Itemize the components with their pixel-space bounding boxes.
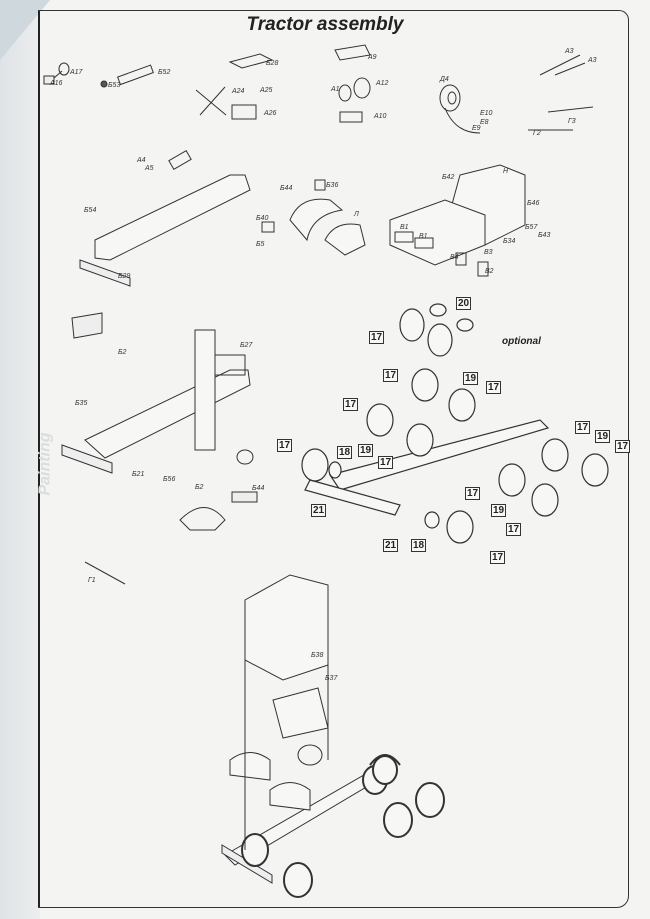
part-label: A12 (376, 80, 389, 87)
part-label: Г1 (88, 577, 96, 584)
scan-edge (0, 0, 40, 919)
callout-19: 19 (595, 430, 611, 443)
part-label: E10 (480, 110, 493, 117)
part-label: A3 (588, 57, 597, 64)
chassis-wheels-assembly (301, 303, 609, 544)
callout-17: 17 (486, 381, 502, 394)
completed-truck-assembly (221, 574, 445, 898)
part-label: E9 (472, 125, 481, 132)
part-label: В2 (485, 268, 494, 275)
fender-assembly (261, 179, 366, 256)
part-label: Б46 (527, 200, 540, 207)
part-label: Б35 (75, 400, 88, 407)
part-label: A1 (331, 86, 340, 93)
part-label: Б56 (163, 476, 176, 483)
part-label: Б2 (195, 484, 204, 491)
callout-18: 18 (411, 539, 427, 552)
part-label: Б5 (256, 241, 265, 248)
part-label: A25 (260, 87, 273, 94)
part-label: Б38 (311, 652, 324, 659)
part-label: В3 (484, 249, 493, 256)
part-label: Б29 (118, 273, 131, 280)
part-label: Б27 (240, 342, 253, 349)
callout-17: 17 (383, 369, 399, 382)
part-label: A9 (368, 54, 377, 61)
part-label: Б2 (118, 349, 127, 356)
part-label: A16 (50, 80, 63, 87)
callout-17: 17 (490, 551, 506, 564)
part-label: Б52 (158, 69, 171, 76)
part-label: В4 (450, 254, 459, 261)
part-label: A5 (145, 165, 154, 172)
part-label: Б44 (252, 485, 265, 492)
callout-18: 18 (337, 446, 353, 459)
callout-17: 17 (506, 523, 522, 536)
part-label: A24 (232, 88, 245, 95)
part-label: Г3 (568, 118, 576, 125)
part-label: Б57 (525, 224, 538, 231)
small-parts (43, 44, 594, 134)
part-label: Б54 (84, 207, 97, 214)
callout-17: 17 (575, 421, 591, 434)
callout-21: 21 (311, 504, 327, 517)
callout-17: 17 (277, 439, 293, 452)
part-label: Б44 (280, 185, 293, 192)
front-frame-assembly (79, 149, 251, 287)
callout-20: 20 (456, 297, 472, 310)
part-label: Б28 (266, 60, 279, 67)
part-label: A4 (137, 157, 146, 164)
callout-17: 17 (369, 331, 385, 344)
part-label: A17 (70, 69, 83, 76)
part-label: Б42 (442, 174, 455, 181)
rear-frame-assembly (61, 312, 258, 585)
optional-note: optional (502, 336, 541, 347)
part-label: Л (354, 211, 359, 218)
part-label: Б53 (108, 82, 121, 89)
page-title: Tractor assembly (246, 14, 404, 35)
page-frame (38, 10, 629, 908)
part-label: E8 (480, 119, 489, 126)
part-label: A10 (374, 113, 387, 120)
callout-17: 17 (615, 440, 631, 453)
callout-21: 21 (383, 539, 399, 552)
callout-17: 17 (465, 487, 481, 500)
part-label: A3 (565, 48, 574, 55)
part-label: A26 (264, 110, 277, 117)
callout-19: 19 (463, 372, 479, 385)
callout-17: 17 (343, 398, 359, 411)
part-label: Г2 (533, 130, 541, 137)
callout-19: 19 (358, 444, 374, 457)
part-label: В1 (419, 233, 428, 240)
cab-assembly (389, 164, 526, 277)
part-label: Д4 (440, 76, 449, 83)
callout-19: 19 (491, 504, 507, 517)
part-label: Б34 (503, 238, 516, 245)
part-label: Б40 (256, 215, 269, 222)
callout-17: 17 (378, 456, 394, 469)
part-label: Б36 (326, 182, 339, 189)
part-label: Н (503, 168, 509, 175)
part-label: Б37 (325, 675, 338, 682)
part-label: Б43 (538, 232, 551, 239)
part-label: В1 (400, 224, 409, 231)
part-label: Б21 (132, 471, 145, 478)
